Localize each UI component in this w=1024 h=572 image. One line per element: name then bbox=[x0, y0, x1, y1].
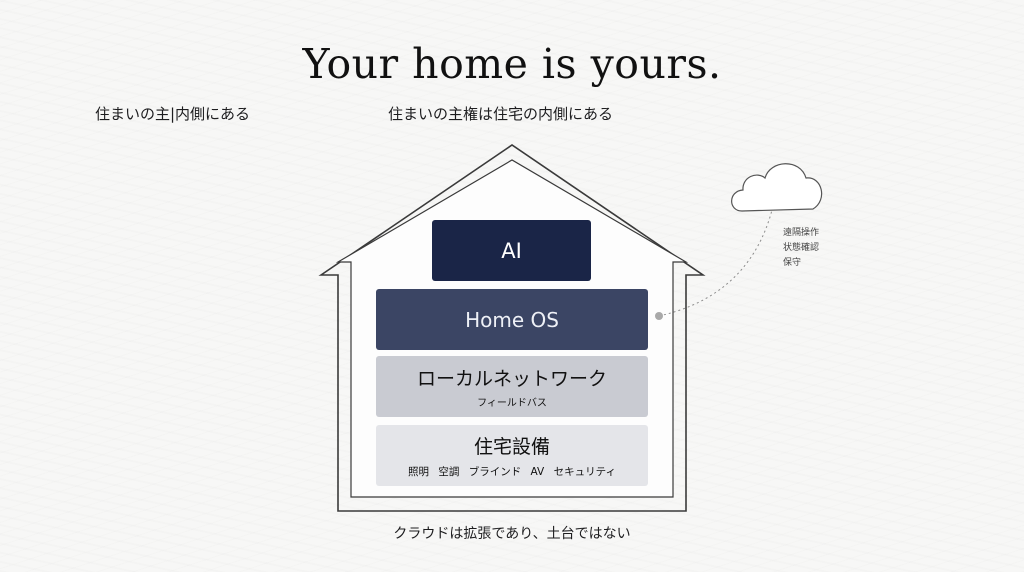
cloud-connector-line bbox=[658, 209, 773, 317]
layer-equipment-sub: 照明 空調 ブラインド AV セキュリティ bbox=[408, 466, 616, 478]
footer-caption: クラウドは拡張であり、土台ではない bbox=[393, 526, 631, 542]
cloud-capabilities: 遠隔操作 状態確認 保守 bbox=[783, 226, 819, 271]
subtitle-right: 住まいの主権は住宅の内側にある bbox=[388, 105, 614, 123]
subtitle-left: 住まいの主|内側にある bbox=[95, 105, 251, 123]
layer-ai: AI bbox=[432, 220, 591, 281]
house-outline bbox=[318, 144, 706, 512]
layer-local-network: ローカルネットワーク フィールドバス bbox=[376, 356, 648, 417]
connector-dot bbox=[655, 312, 663, 320]
layer-home-os: Home OS bbox=[376, 289, 648, 350]
cloud-capability-item: 状態確認 bbox=[783, 243, 820, 253]
cloud-capability-item: 遠隔操作 bbox=[783, 228, 820, 238]
layer-ai-label: AI bbox=[501, 238, 522, 263]
layer-equipment-label: 住宅設備 bbox=[473, 436, 550, 458]
layer-local-network-label: ローカルネットワーク bbox=[416, 368, 607, 390]
layer-local-network-sub: フィールドバス bbox=[477, 398, 547, 409]
cloud-capability-item: 保守 bbox=[783, 258, 802, 268]
layer-home-os-label: Home OS bbox=[465, 307, 559, 332]
page-title: Your home is yours. bbox=[302, 40, 722, 88]
cloud-icon bbox=[731, 163, 823, 212]
layer-equipment: 住宅設備 照明 空調 ブラインド AV セキュリティ bbox=[376, 425, 648, 486]
